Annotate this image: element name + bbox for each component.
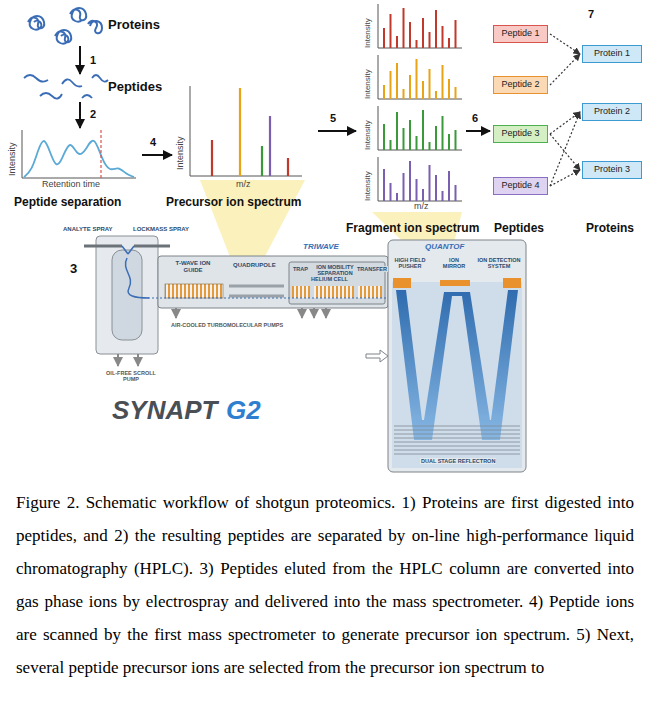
lockmass-sprayer: [134, 245, 170, 248]
node-label: Protein 1: [594, 49, 630, 59]
node-label: Peptide 1: [501, 29, 539, 39]
reflectron-rings: [394, 426, 520, 454]
part-label: TRANSFER: [356, 266, 388, 272]
mapping-arrow: [550, 112, 580, 186]
product-logo: G2: [226, 396, 261, 425]
step-arrow: [142, 154, 172, 156]
quantof-housing: [388, 240, 526, 472]
part-label: TRAP: [292, 266, 309, 272]
section-title: TRIWAVE: [302, 243, 340, 252]
quadrupole-rods: [229, 286, 284, 296]
section-title: QUANTOF: [424, 243, 465, 252]
protein-box: Protein 3: [582, 161, 642, 179]
ims-cell: [314, 286, 354, 298]
stage-title: Peptides: [108, 80, 162, 94]
mapping-arrow: [550, 54, 580, 85]
node-label: Peptide 2: [501, 80, 539, 90]
w-flight-path: [396, 290, 518, 440]
protein-blobs: [28, 8, 102, 44]
peptide-box: Peptide 1: [493, 25, 548, 43]
panel-caption: Fragment ion spectrum: [346, 222, 479, 235]
retention-marker: [100, 130, 101, 178]
protein-box: Protein 1: [582, 45, 642, 63]
node-label: Peptide 4: [501, 181, 539, 191]
product-logo: SYNAPT: [112, 396, 217, 425]
axis-title: Intensity: [176, 136, 186, 170]
mapping-arrow: [550, 112, 580, 134]
column-title: Peptides: [494, 222, 544, 235]
part-label: ION MOBILITY SEPARATION: [314, 264, 356, 276]
detector-plate: [503, 278, 521, 288]
panel-caption: Precursor ion spectrum: [166, 196, 301, 209]
vacuum-body: [158, 256, 388, 308]
axis-title: Retention time: [42, 180, 100, 190]
mapping-arrow: [550, 134, 580, 170]
mirror-plate: [440, 280, 470, 286]
part-label: DUAL STAGE REFLECTRON: [420, 458, 496, 464]
step-number: 1: [90, 54, 96, 66]
axis-title: Intensity: [364, 69, 373, 99]
part-label: OIL-FREE SCROLL PUMP: [104, 370, 158, 382]
peptide-box: Peptide 3: [493, 125, 548, 143]
step-number: 7: [588, 8, 594, 20]
pusher-plate: [393, 278, 411, 288]
analyte-sprayer: [84, 245, 122, 248]
t-wave-ion-guide: [165, 284, 223, 298]
part-label: T-WAVE ION GUIDE: [166, 260, 220, 273]
step-arrow: [79, 46, 81, 74]
part-label: AIR-COOLED TURBOMOLECULAR PUMPS: [170, 322, 284, 328]
step-number: 5: [330, 112, 336, 124]
part-label: HIGH FIELD PUSHER: [392, 257, 428, 269]
ion-path: [125, 258, 149, 298]
axis-title: Intensity: [364, 120, 373, 150]
chromatogram-axes: [22, 130, 136, 178]
step-arrow: [466, 130, 490, 132]
chromatogram-trace: [24, 141, 134, 177]
figure-caption: Figure 2. Schematic workflow of shotgun …: [16, 486, 634, 684]
spectrum-axes: [190, 86, 302, 176]
ion-beam: [148, 298, 386, 299]
trap-cell: [292, 286, 310, 298]
axis-title: Intensity: [364, 171, 373, 201]
peptide-fragments: [24, 75, 108, 99]
step-number: 4: [150, 136, 156, 148]
node-label: Protein 3: [594, 165, 630, 175]
step-arrow: [318, 130, 356, 132]
precursor-peaks: [212, 88, 288, 176]
panel-caption: Peptide separation: [14, 196, 121, 209]
node-label: Protein 2: [594, 107, 630, 117]
peptide-box: Peptide 2: [493, 76, 548, 94]
axis-title: Intensity: [364, 18, 373, 48]
fragment-spectra: [378, 4, 462, 201]
callout-number: 3: [70, 262, 77, 276]
axis-title: m/z: [414, 202, 429, 212]
part-label: ION DETECTION SYSTEM: [474, 257, 524, 269]
part-label: LOCKMASS SPRAY: [132, 226, 190, 233]
step-number: 2: [90, 108, 96, 120]
stage-title: Proteins: [108, 18, 160, 32]
part-label: ION MIRROR: [438, 257, 470, 269]
part-label: ANALYTE SPRAY: [62, 226, 114, 233]
node-label: Peptide 3: [501, 129, 539, 139]
axis-title: Intensity: [8, 142, 18, 176]
flight-tube: [392, 282, 522, 468]
transfer-cell: [358, 286, 382, 298]
step-number: 6: [472, 112, 478, 124]
source-housing: [96, 236, 158, 354]
part-label: QUADRUPOLE: [232, 262, 277, 269]
transfer-arrow: [366, 350, 388, 362]
step-arrow: [79, 102, 81, 128]
axis-title: m/z: [236, 180, 251, 190]
highlight-cone: [200, 180, 305, 262]
pump-arrows: [118, 308, 326, 366]
part-label: HELIUM CELL: [310, 276, 349, 282]
mapping-arrow: [550, 34, 580, 54]
source-chamber: [112, 250, 142, 340]
peptide-box: Peptide 4: [493, 177, 548, 195]
spray-plume: [122, 246, 134, 254]
protein-box: Protein 2: [582, 103, 642, 121]
mapping-arrow: [550, 170, 580, 186]
column-title: Proteins: [586, 222, 634, 235]
